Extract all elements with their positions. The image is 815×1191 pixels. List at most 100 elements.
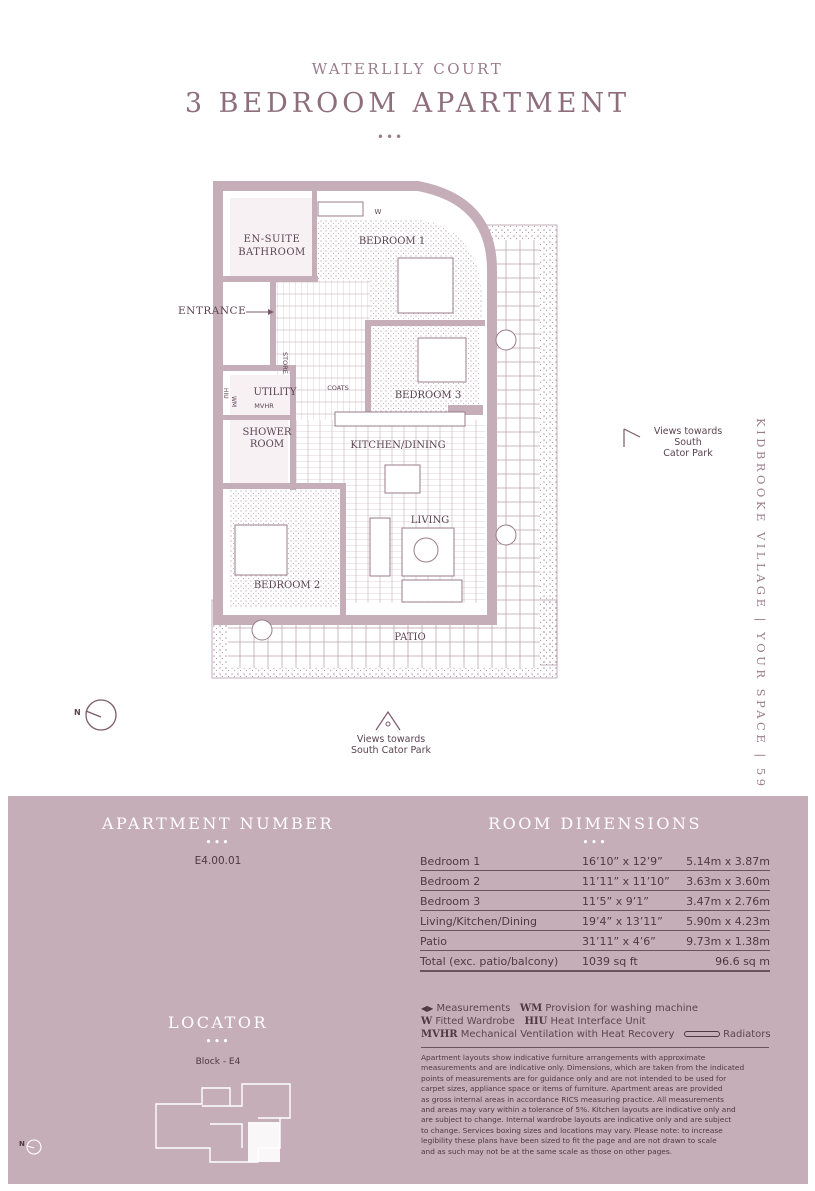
legend-mvhr-key: MVHR bbox=[421, 1029, 458, 1040]
disclaimer-line: legibility these plans have been sized t… bbox=[421, 1136, 717, 1146]
room-label-bedroom3: BEDROOM 3 bbox=[395, 390, 461, 401]
room-imperial: 31’11” x 4’6” bbox=[582, 930, 686, 951]
patio-paving-right bbox=[490, 240, 540, 660]
room-label-patio: PATIO bbox=[394, 632, 425, 643]
legend-hiu-text: Heat Interface Unit bbox=[550, 1016, 646, 1027]
room-label-ensuite-2: BATHROOM bbox=[238, 247, 306, 258]
radiator-icon bbox=[683, 1031, 720, 1037]
disclaimer-line: to change. Services boxing sizes and loc… bbox=[421, 1125, 723, 1135]
mvhr-label: MVHR bbox=[254, 402, 274, 410]
legend-mvhr-text: Mechanical Ventilation with Heat Recover… bbox=[460, 1029, 675, 1040]
room-metric: 9.73m x 1.38m bbox=[686, 930, 770, 951]
room-name: Living/Kitchen/Dining bbox=[420, 910, 582, 931]
table-row: Bedroom 1 16’10” x 12’9” 5.14m x 3.87m bbox=[420, 851, 770, 871]
legend-wm-text: Provision for washing machine bbox=[545, 1003, 699, 1014]
wardrobe-label: W bbox=[375, 208, 382, 216]
room-name: Bedroom 1 bbox=[420, 851, 582, 871]
patio-table-2 bbox=[495, 524, 517, 546]
room-name: Bedroom 3 bbox=[420, 890, 582, 911]
development-name: WATERLILY COURT bbox=[311, 60, 504, 78]
entrance-label: ENTRANCE bbox=[178, 305, 247, 317]
coats-label: COATS bbox=[327, 384, 349, 392]
room-dimensions-heading: ROOM DIMENSIONS bbox=[488, 814, 702, 833]
table-row: Bedroom 2 11’11” x 11’10” 3.63m x 3.60m bbox=[420, 870, 770, 891]
room-name: Patio bbox=[420, 930, 582, 951]
table-row-total: Total (exc. patio/balcony) 1039 sq ft 96… bbox=[420, 950, 770, 972]
locator-compass-icon bbox=[26, 1139, 42, 1155]
wm-label: WM bbox=[230, 396, 237, 407]
view-cone-icon bbox=[623, 428, 641, 447]
page-title: 3 BEDROOM APARTMENT bbox=[184, 88, 631, 119]
view-cone-bottom-icon bbox=[375, 710, 401, 731]
living-sofa bbox=[369, 517, 391, 577]
room-label-bedroom2: BEDROOM 2 bbox=[254, 580, 320, 591]
room-label-living: LIVING bbox=[411, 515, 450, 526]
room-name: Bedroom 2 bbox=[420, 870, 582, 891]
legend-radiators: Radiators bbox=[723, 1029, 771, 1040]
apartment-number-heading: APARTMENT NUMBER bbox=[101, 814, 334, 833]
shower-floor bbox=[230, 418, 288, 483]
hiu-label: HIU bbox=[222, 388, 229, 399]
room-label-utility: UTILITY bbox=[254, 387, 297, 398]
legend-measurements: Measurements bbox=[436, 1003, 511, 1014]
room-dimensions-dots: ••• bbox=[582, 836, 608, 849]
bedroom1-wardrobe bbox=[317, 201, 364, 217]
total-metric: 96.6 sq m bbox=[686, 950, 770, 972]
patio-table-1 bbox=[495, 329, 517, 351]
dining-table bbox=[384, 464, 421, 494]
table-row: Bedroom 3 11’5” x 9’1” 3.47m x 2.76m bbox=[420, 890, 770, 911]
room-label-shower-2: ROOM bbox=[250, 439, 284, 450]
legend-divider bbox=[421, 1047, 769, 1048]
disclaimer-line: are subject to change. Internal wardrobe… bbox=[421, 1115, 732, 1125]
disclaimer: Apartment layouts show indicative furnit… bbox=[421, 1053, 781, 1157]
room-label-ensuite: EN-SUITE bbox=[244, 234, 301, 245]
legend-w-key: W bbox=[421, 1016, 433, 1027]
disclaimer-line: carpet sizes, appliance space or items o… bbox=[421, 1084, 723, 1094]
utility-floor bbox=[230, 375, 295, 415]
entrance-arrowhead bbox=[268, 309, 274, 315]
ensuite-floor bbox=[230, 198, 312, 276]
legend-w-text: Fitted Wardrobe bbox=[435, 1016, 515, 1027]
disclaimer-line: and as such may not be at the same scale… bbox=[421, 1146, 673, 1156]
disclaimer-line: points of measurements are for guidance … bbox=[421, 1073, 727, 1083]
living-rug bbox=[401, 527, 455, 577]
locator-dots: ••• bbox=[205, 1035, 231, 1048]
store-label: STORE bbox=[281, 352, 289, 374]
room-metric: 5.14m x 3.87m bbox=[686, 851, 770, 871]
room-imperial: 11’11” x 11’10” bbox=[582, 870, 686, 891]
legend-wm-key: WM bbox=[519, 1003, 543, 1014]
living-sofa-2 bbox=[401, 579, 463, 603]
bedroom3-bed bbox=[417, 337, 467, 383]
disclaimer-line: measurements and are indicative only. Di… bbox=[421, 1063, 745, 1073]
locator-heading: LOCATOR bbox=[168, 1013, 268, 1032]
locator-highlight bbox=[248, 1122, 280, 1162]
coffee-table bbox=[413, 537, 439, 563]
bedroom1-bed bbox=[397, 257, 454, 314]
room-label-bedroom1: BEDROOM 1 bbox=[359, 236, 425, 247]
locator-map bbox=[155, 1083, 291, 1163]
room-metric: 5.90m x 4.23m bbox=[686, 910, 770, 931]
side-running-text: KIDBROOKE VILLAGE | YOUR SPACE | 59 bbox=[754, 418, 768, 790]
legend-hiu-key: HIU bbox=[524, 1016, 548, 1027]
title-dots: ••• bbox=[376, 130, 405, 144]
apartment-number: E4.00.01 bbox=[194, 855, 242, 867]
north-label: N bbox=[74, 708, 81, 717]
floor-plan: EN-SUITE BATHROOM BEDROOM 1 BEDROOM 3 UT… bbox=[211, 181, 558, 679]
legend: ◀▶ Measurements WM Provision for washing… bbox=[421, 1003, 781, 1042]
views-right-text: Views towards South Cator Park bbox=[653, 426, 723, 459]
room-label-kitchen: KITCHEN/DINING bbox=[350, 440, 445, 451]
room-imperial: 19’4” x 13’11” bbox=[582, 910, 686, 931]
total-imperial: 1039 sq ft bbox=[582, 950, 686, 972]
north-compass-icon bbox=[85, 699, 117, 731]
total-label: Total (exc. patio/balcony) bbox=[420, 950, 582, 972]
bedroom2-bed bbox=[234, 524, 288, 576]
disclaimer-line: as gross internal areas in accordance RI… bbox=[421, 1094, 724, 1104]
views-bottom-text: Views towards South Cator Park bbox=[350, 734, 432, 756]
patio-table-3 bbox=[251, 619, 273, 641]
locator-north-label: N bbox=[19, 1140, 25, 1148]
room-imperial: 16’10” x 12’9” bbox=[582, 851, 686, 871]
kitchen-counter bbox=[334, 411, 466, 427]
table-row: Patio 31’11” x 4’6” 9.73m x 1.38m bbox=[420, 930, 770, 951]
table-row: Living/Kitchen/Dining 19’4” x 13’11” 5.9… bbox=[420, 910, 770, 931]
apartment-number-dots: ••• bbox=[205, 836, 231, 849]
